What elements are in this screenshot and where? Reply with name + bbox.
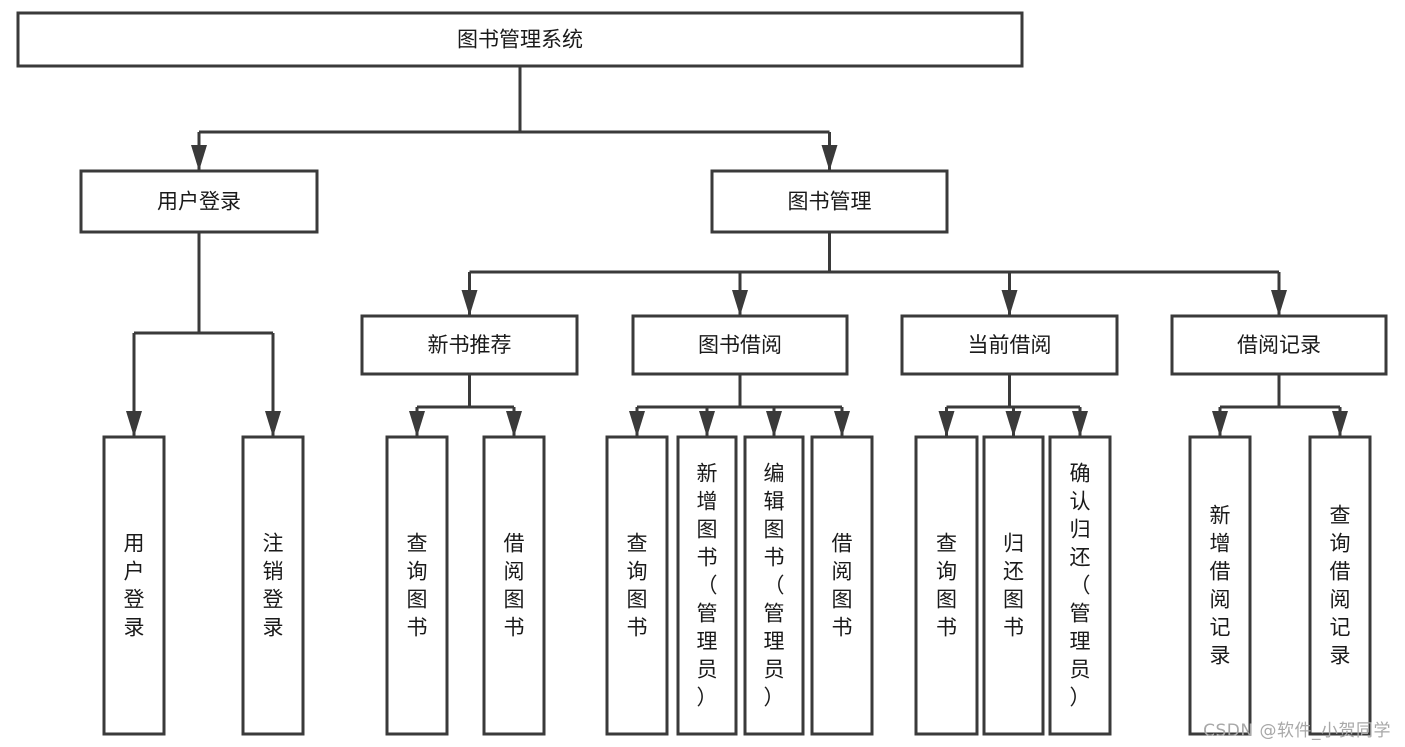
leaf-node-11[interactable]: 确认归还（管理员） bbox=[1048, 435, 1112, 736]
l3-2-arrow-2 bbox=[699, 411, 715, 437]
level2-node-label: 图书管理 bbox=[788, 190, 872, 214]
book-mgmt-arrow-1 bbox=[461, 290, 478, 316]
book-mgmt-arrow-4 bbox=[1271, 290, 1287, 316]
level2-node-rect[interactable] bbox=[710, 169, 949, 234]
root-arrow-1 bbox=[191, 145, 207, 171]
level3-node-label: 图书借阅 bbox=[698, 333, 782, 357]
leaf-node-10[interactable]: 归还图书 bbox=[982, 435, 1045, 736]
level3-node-4[interactable]: 借阅记录 bbox=[1170, 314, 1388, 376]
level3-node-rect[interactable] bbox=[360, 314, 579, 376]
leaf-node-rect[interactable] bbox=[1188, 435, 1252, 736]
leaf-node-label: 新增借阅记录 bbox=[1210, 504, 1231, 668]
leaf-node-rect[interactable] bbox=[102, 435, 166, 736]
leaf-node-rect[interactable] bbox=[1308, 435, 1372, 736]
l3-3-arrow-3 bbox=[1072, 411, 1088, 437]
leaf-node-label: 查询借阅记录 bbox=[1330, 504, 1351, 668]
leaf-node-3[interactable]: 查询图书 bbox=[385, 435, 449, 736]
level3-node-rect[interactable] bbox=[631, 314, 849, 376]
level3-node-label: 新书推荐 bbox=[428, 333, 512, 357]
leaf-node-13[interactable]: 查询借阅记录 bbox=[1308, 435, 1372, 736]
level3-node-rect[interactable] bbox=[1170, 314, 1388, 376]
leaf-node-4[interactable]: 借阅图书 bbox=[482, 435, 546, 736]
level3-node-label: 当前借阅 bbox=[968, 333, 1052, 357]
user-login-arrow-2 bbox=[265, 411, 281, 437]
leaf-node-rect[interactable] bbox=[1048, 435, 1112, 736]
level2-node-1[interactable]: 用户登录 bbox=[79, 169, 319, 234]
root-node-1[interactable]: 图书管理系统 bbox=[16, 11, 1024, 68]
csdn-watermark: CSDN @软件_小贺同学 bbox=[1203, 721, 1391, 741]
leaf-node-rect[interactable] bbox=[605, 435, 669, 736]
leaf-node-rect[interactable] bbox=[385, 435, 449, 736]
book-mgmt-arrow-2 bbox=[732, 290, 748, 316]
l3-4-arrow-1 bbox=[1212, 411, 1228, 437]
leaf-node-5[interactable]: 查询图书 bbox=[605, 435, 669, 736]
leaf-node-label: 新增图书（管理员） bbox=[697, 462, 718, 710]
leaf-node-rect[interactable] bbox=[482, 435, 546, 736]
leaf-node-label: 借阅图书 bbox=[504, 532, 525, 640]
root-node-rect[interactable] bbox=[16, 11, 1024, 68]
l3-3-arrow-2 bbox=[1005, 411, 1022, 437]
level2-node-rect[interactable] bbox=[79, 169, 319, 234]
l3-1-arrow-1 bbox=[409, 411, 425, 437]
l3-2-arrow-1 bbox=[629, 411, 645, 437]
leaf-node-6[interactable]: 新增图书（管理员） bbox=[676, 435, 738, 736]
leaf-node-label: 归还图书 bbox=[1003, 532, 1024, 640]
l3-1-arrow-2 bbox=[506, 411, 522, 437]
root-arrow-2 bbox=[821, 145, 838, 171]
level3-node-2[interactable]: 图书借阅 bbox=[631, 314, 849, 376]
node-layer: 图书管理系统用户登录图书管理新书推荐图书借阅当前借阅借阅记录用户登录注销登录查询… bbox=[16, 11, 1388, 736]
leaf-node-label: 注销登录 bbox=[263, 532, 284, 640]
l3-4-arrow-2 bbox=[1332, 411, 1348, 437]
connector-layer bbox=[126, 66, 1348, 437]
leaf-node-12[interactable]: 新增借阅记录 bbox=[1188, 435, 1252, 736]
leaf-node-9[interactable]: 查询图书 bbox=[914, 435, 979, 736]
leaf-node-rect[interactable] bbox=[241, 435, 305, 736]
leaf-node-2[interactable]: 注销登录 bbox=[241, 435, 305, 736]
l3-3-arrow-1 bbox=[938, 411, 955, 437]
level3-node-3[interactable]: 当前借阅 bbox=[900, 314, 1119, 376]
leaf-node-8[interactable]: 借阅图书 bbox=[810, 435, 874, 736]
level3-node-1[interactable]: 新书推荐 bbox=[360, 314, 579, 376]
leaf-node-label: 借阅图书 bbox=[832, 532, 853, 640]
level2-node-label: 用户登录 bbox=[157, 190, 241, 214]
level3-node-rect[interactable] bbox=[900, 314, 1119, 376]
leaf-node-7[interactable]: 编辑图书（管理员） bbox=[743, 435, 805, 736]
l3-2-arrow-4 bbox=[834, 411, 850, 437]
l3-2-arrow-3 bbox=[766, 411, 782, 437]
leaf-node-label: 查询图书 bbox=[407, 532, 428, 640]
user-login-arrow-1 bbox=[126, 411, 142, 437]
leaf-node-rect[interactable] bbox=[743, 435, 805, 736]
leaf-node-label: 编辑图书（管理员） bbox=[764, 462, 785, 710]
leaf-node-rect[interactable] bbox=[810, 435, 874, 736]
leaf-node-rect[interactable] bbox=[982, 435, 1045, 736]
leaf-node-1[interactable]: 用户登录 bbox=[102, 435, 166, 736]
root-node-label: 图书管理系统 bbox=[457, 28, 583, 52]
leaf-node-rect[interactable] bbox=[914, 435, 979, 736]
book-mgmt-arrow-3 bbox=[1001, 290, 1018, 316]
leaf-node-label: 查询图书 bbox=[627, 532, 648, 640]
leaf-node-label: 确认归还（管理员） bbox=[1070, 462, 1091, 710]
level2-node-2[interactable]: 图书管理 bbox=[710, 169, 949, 234]
level3-node-label: 借阅记录 bbox=[1237, 333, 1321, 357]
leaf-node-rect[interactable] bbox=[676, 435, 738, 736]
leaf-node-label: 查询图书 bbox=[936, 532, 957, 640]
leaf-node-label: 用户登录 bbox=[124, 532, 145, 640]
